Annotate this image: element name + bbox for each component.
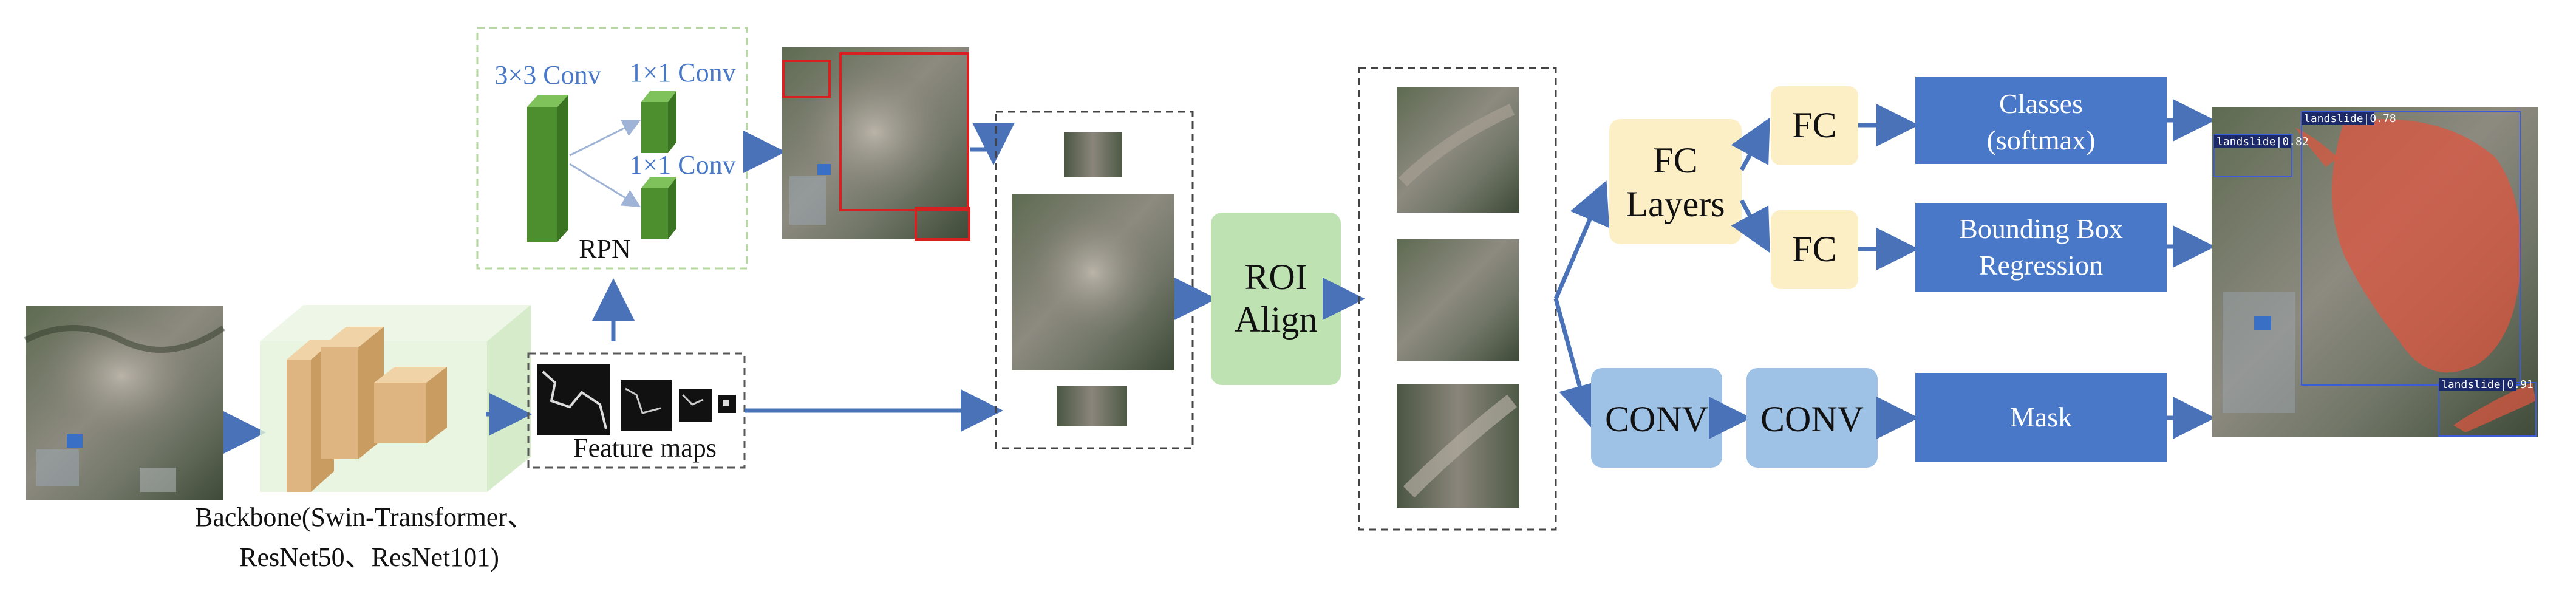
roi-align-box: ROI Align: [1211, 213, 1341, 385]
classes-label-line2: (softmax): [1987, 125, 2096, 155]
arrow-proposals-to-rois: [970, 123, 1015, 165]
fc-bottom-label: FC: [1792, 229, 1836, 269]
output-segmentation-image: landslide|0.78 landslide|0.82 landslide|…: [2212, 107, 2538, 437]
fc-layers-label-line1: FC: [1653, 140, 1697, 180]
proposal-box-1: [782, 60, 831, 98]
det-box-1: [2301, 111, 2521, 386]
conv-box-2: CONV: [1746, 368, 1878, 468]
backbone-block: [260, 305, 531, 492]
feature-maps-label: Feature maps: [573, 433, 717, 463]
proposal-box-3: [915, 207, 970, 241]
arrow-fc-layers-to-fc-bottom: [1731, 199, 1770, 253]
proposal-box-2: [839, 52, 969, 211]
feature-maps-panel: Feature maps: [527, 352, 746, 469]
aligned-crop-2: [1397, 239, 1519, 361]
classes-box: Classes (softmax): [1915, 77, 2167, 164]
backbone-label-line1: Backbone(Swin-Transformer、: [195, 502, 534, 532]
mask-label: Mask: [2010, 401, 2072, 432]
arrow-fc-layers-to-fc-top: [1731, 117, 1770, 171]
roi-crop-1: [1064, 132, 1122, 177]
aligned-crop-1: [1397, 87, 1519, 213]
backbone-layer-3: [374, 367, 447, 443]
detection-label-2: landslide|0.82: [2217, 135, 2309, 148]
mask-region-main: [2332, 119, 2521, 373]
aligned-crops-panel: [1358, 67, 1557, 531]
arrow-crops-to-fc-layers: [1553, 180, 1610, 300]
rpn-conv1-bottom-label: 1×1 Conv: [629, 150, 735, 180]
conv-2-label: CONV: [1760, 399, 1864, 439]
mask-box: Mask: [1915, 373, 2167, 462]
roi-panel: [995, 111, 1194, 449]
roi-crop-3: [1057, 386, 1127, 426]
rpn-panel: 3×3 Conv 1×1 Conv 1×1 Conv RPN: [476, 27, 748, 270]
rpn-link-bottom: [569, 163, 641, 208]
rpn-conv1-bottom-block: [641, 177, 676, 239]
rpn-conv1-top-label: 1×1 Conv: [629, 58, 735, 87]
conv-box-1: CONV: [1591, 368, 1722, 468]
fc-bottom-box: FC: [1771, 210, 1858, 289]
fc-layers-box: FC Layers: [1609, 119, 1742, 244]
fc-top-label: FC: [1792, 105, 1836, 145]
rpn-conv3-label: 3×3 Conv: [494, 60, 601, 90]
feature-map-3: [679, 389, 712, 422]
detection-label-3: landslide|0.91: [2441, 378, 2533, 391]
detection-label-1: landslide|0.78: [2304, 112, 2396, 125]
rpn-conv1-top-block: [641, 91, 676, 153]
classes-label-line1: Classes: [1999, 88, 2083, 119]
bbox-label-line2: Regression: [1979, 250, 2103, 281]
rpn-conv3-block: [527, 95, 568, 242]
fc-layers-label-line2: Layers: [1626, 184, 1725, 224]
arrow-crops-to-conv: [1553, 298, 1601, 428]
input-satellite-image: [24, 306, 225, 500]
roi-align-label-line1: ROI: [1244, 257, 1307, 297]
backbone-layer-2: [321, 327, 384, 459]
rpn-title: RPN: [579, 234, 631, 264]
bbox-label-line1: Bounding Box: [1959, 213, 2123, 244]
proposal-image: [782, 47, 970, 241]
mask-region-top: [2295, 128, 2338, 167]
roi-align-label-line2: Align: [1235, 299, 1318, 340]
bbox-regression-box: Bounding Box Regression: [1915, 203, 2167, 292]
conv-1-label: CONV: [1605, 399, 1708, 439]
rpn-link-top: [569, 120, 641, 157]
fc-top-box: FC: [1771, 86, 1858, 165]
backbone-label-line2: ResNet50、ResNet101): [239, 542, 499, 572]
mask-region-bottom: [2453, 383, 2536, 432]
feature-map-2: [621, 380, 672, 431]
